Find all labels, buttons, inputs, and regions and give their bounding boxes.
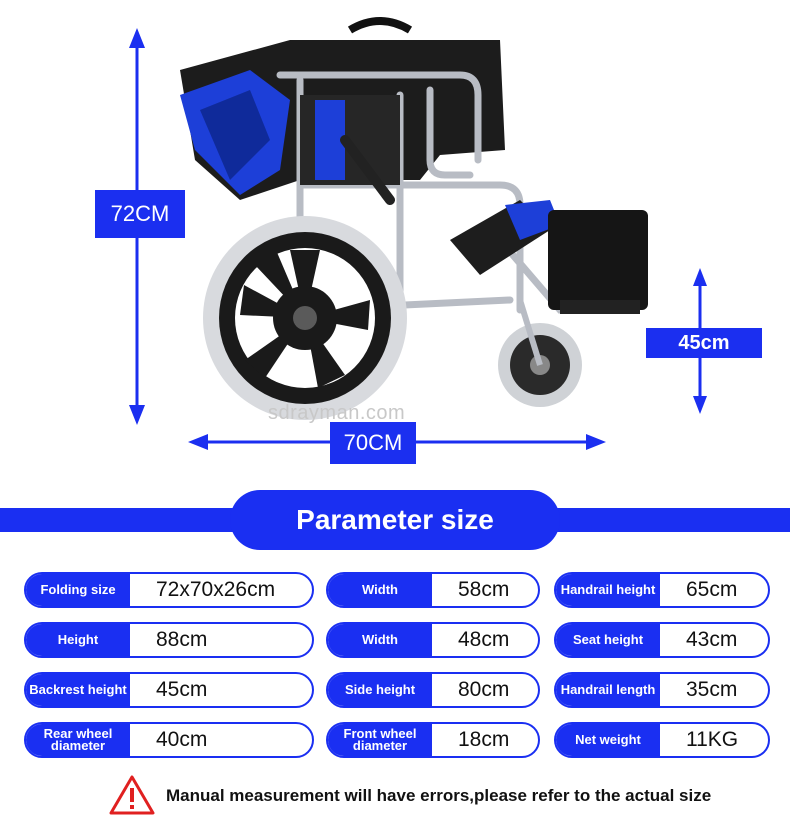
product-image-area: 72CM 70CM 45cm sdrayman.com (95, 17, 762, 464)
warning-notice: Manual measurement will have errors,plea… (0, 770, 790, 825)
param-value: 43cm (686, 628, 738, 651)
param-label: Side height (328, 674, 432, 706)
param-label: Folding size (26, 574, 130, 606)
param-cell: Rear wheel diameter 40cm (24, 722, 314, 758)
param-label: Seat height (556, 624, 660, 656)
param-label: Height (26, 624, 130, 656)
param-cell: Width 58cm (326, 572, 540, 608)
leg-rest (450, 200, 648, 314)
param-cell: Width 48cm (326, 622, 540, 658)
param-cell: Backrest height 45cm (24, 672, 314, 708)
param-cell: Net weight 11KG (554, 722, 770, 758)
param-value: 65cm (686, 578, 738, 601)
param-value: 88cm (156, 628, 208, 651)
param-value: 35cm (686, 678, 738, 701)
param-value: 45cm (156, 678, 208, 701)
param-cell: Front wheel diameter 18cm (326, 722, 540, 758)
param-label: Handrail length (556, 674, 660, 706)
param-value: 72x70x26cm (156, 578, 276, 601)
param-label: Front wheel diameter (328, 724, 432, 756)
param-cell: Side height 80cm (326, 672, 540, 708)
watermark: sdrayman.com (268, 402, 406, 424)
header-pill (230, 490, 560, 550)
param-label: Net weight (556, 724, 660, 756)
param-value: 80cm (458, 678, 510, 701)
length-dimension-label: 70CM (330, 422, 416, 464)
param-label: Backrest height (26, 674, 130, 706)
section-title: Parameter size (296, 504, 494, 535)
param-cell: Handrail length 35cm (554, 672, 770, 708)
param-label: Width (328, 574, 432, 606)
param-cell: Folding size 72x70x26cm (24, 572, 314, 608)
rear-wheel (203, 216, 407, 420)
brake-lever (340, 135, 395, 205)
param-cell: Seat height 43cm (554, 622, 770, 658)
param-cell: Handrail height 65cm (554, 572, 770, 608)
wheelchair-illustration (129, 17, 707, 450)
param-label: Handrail height (556, 574, 660, 606)
param-label: Width (328, 624, 432, 656)
parameter-header: Parameter size (0, 490, 790, 550)
warning-text: Manual measurement will have errors,plea… (166, 786, 712, 805)
param-value: 18cm (458, 728, 510, 751)
param-value: 58cm (458, 578, 510, 601)
param-value: 11KG (686, 728, 739, 751)
param-value: 40cm (156, 728, 208, 751)
warning-triangle-icon (109, 775, 155, 815)
height-dimension-label: 72CM (95, 190, 185, 238)
param-cell: Height 88cm (24, 622, 314, 658)
param-value: 48cm (458, 628, 510, 651)
param-label: Rear wheel diameter (26, 724, 130, 756)
seat-dimension-label: 45cm (646, 328, 762, 358)
front-wheel (498, 299, 582, 407)
